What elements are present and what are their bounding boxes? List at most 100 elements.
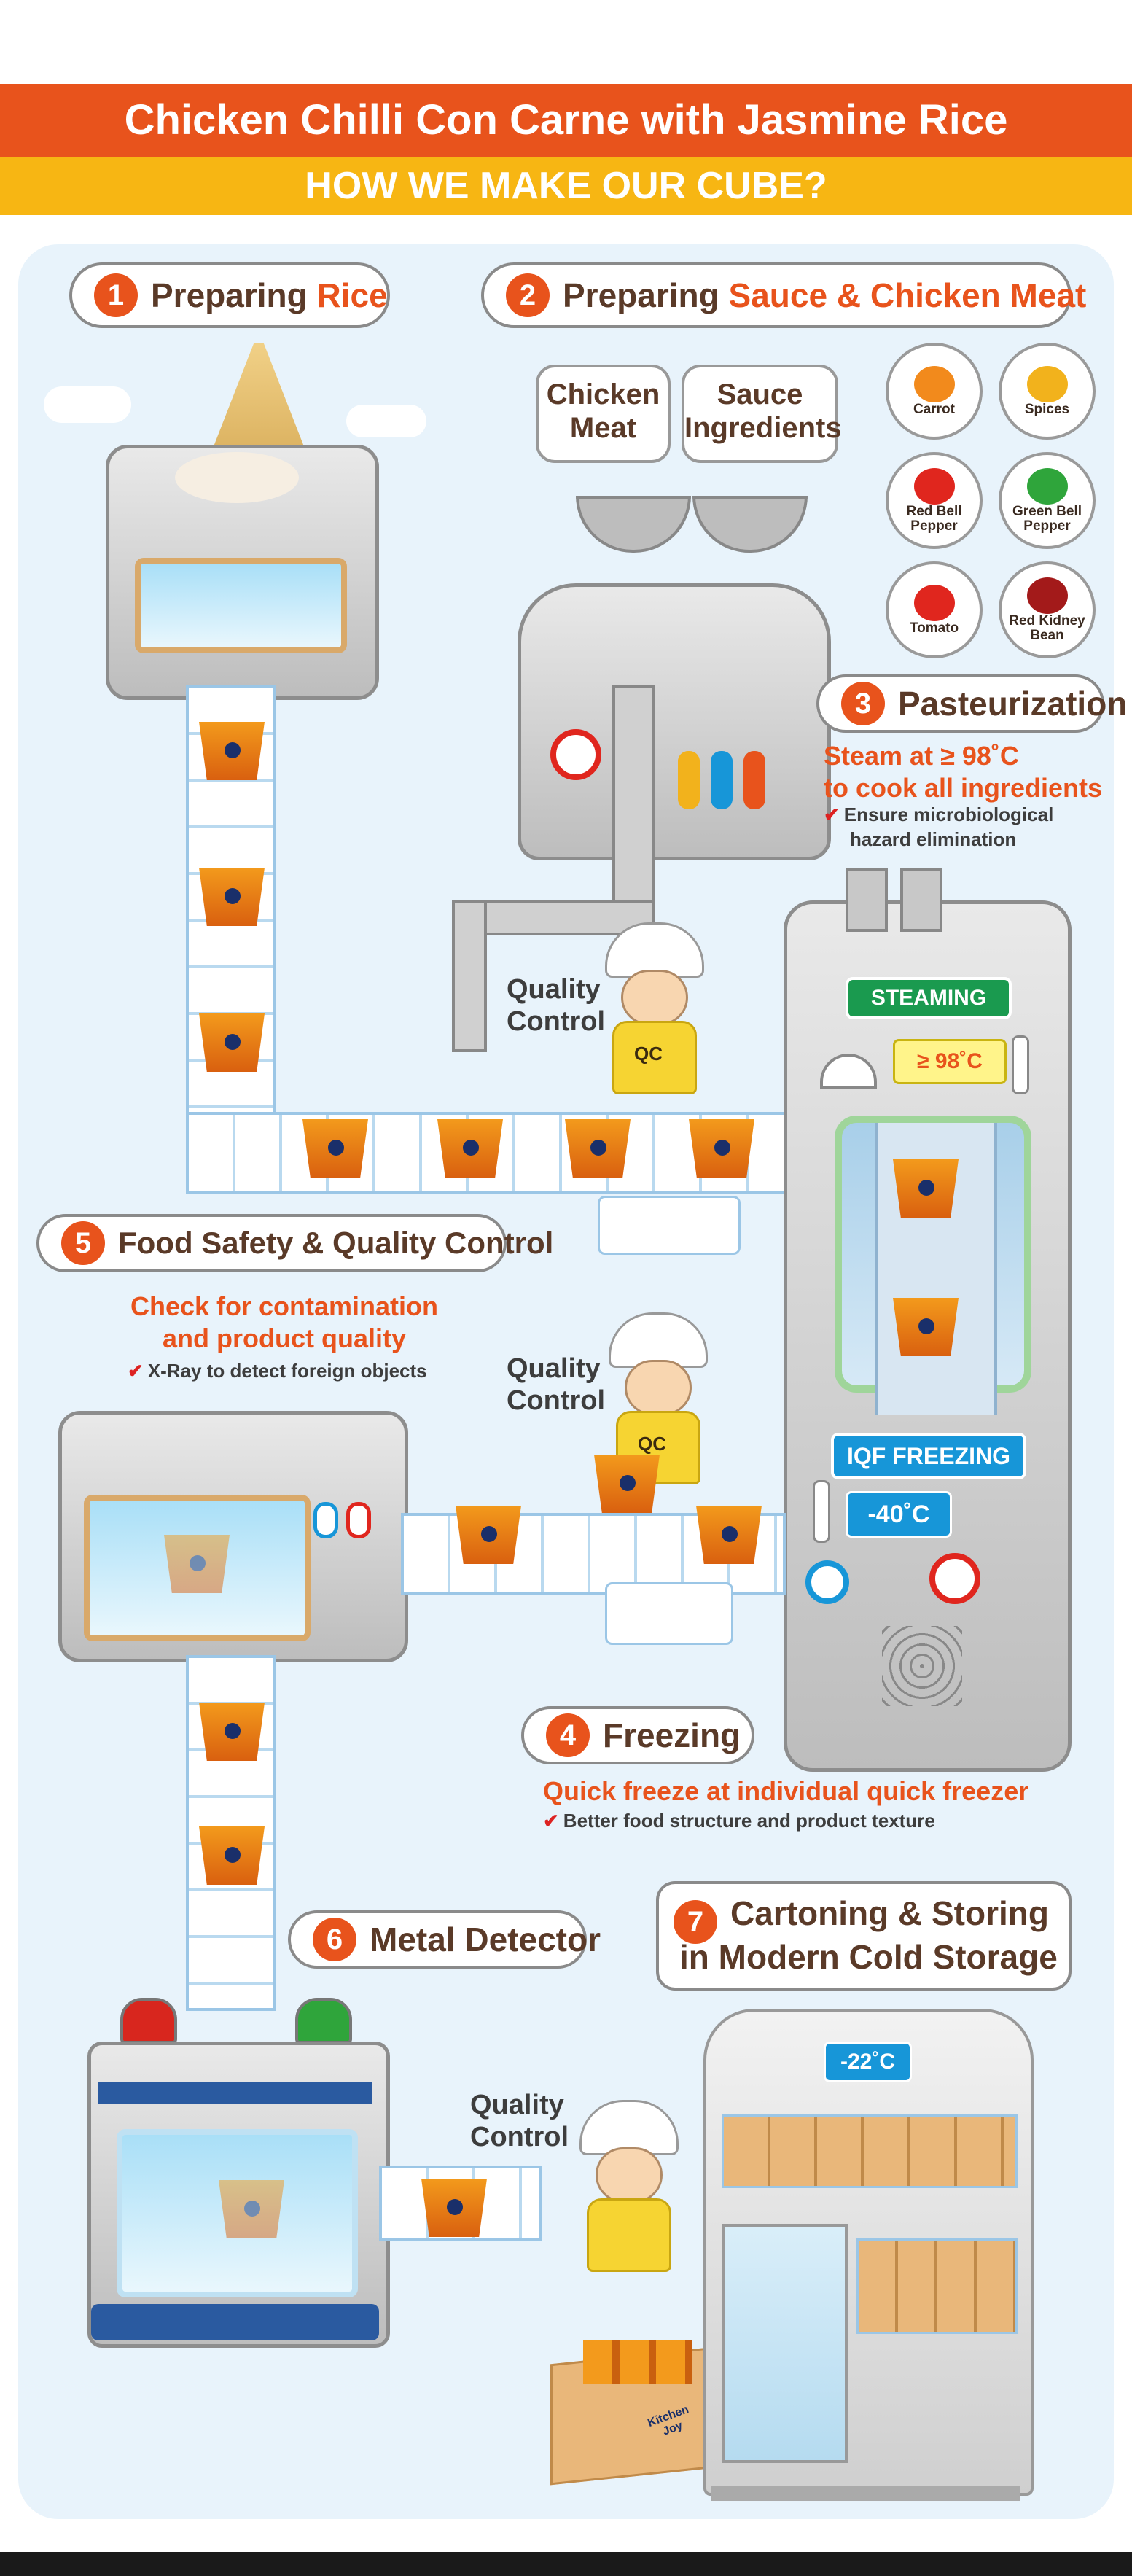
- step-3-title: Pasteurization: [898, 685, 1128, 723]
- step-7-label: 7 Cartoning & Storing in Modern Cold Sto…: [656, 1881, 1072, 1991]
- page-title: Chicken Chilli Con Carne with Jasmine Ri…: [0, 84, 1132, 157]
- chilli-cube: [893, 1159, 959, 1218]
- step-4-label: 4 Freezing: [521, 1706, 754, 1764]
- xray-cube: [164, 1535, 230, 1593]
- knob-icon: [346, 1502, 371, 1538]
- step-2-title: Preparing: [563, 276, 729, 314]
- cloud-icon: [346, 405, 426, 437]
- valve-icon: [929, 1553, 980, 1604]
- ingredient-carrot: Carrot: [886, 343, 983, 440]
- qc-label-2-line2: Control: [507, 1385, 606, 1416]
- rice-cube: [199, 1013, 265, 1072]
- gauge-tube-icon: [678, 751, 700, 809]
- exhaust-pipe-icon: [900, 868, 942, 932]
- freezing-note: Better food structure and product textur…: [563, 1810, 935, 1832]
- storage-shelf: [856, 2238, 1018, 2334]
- rice-cube: [437, 1119, 503, 1178]
- thermometer-icon: [1012, 1035, 1029, 1094]
- cloud-icon: [44, 386, 131, 423]
- qc-chef-icon: QC: [605, 922, 704, 1094]
- chef-legs: [598, 1196, 741, 1255]
- ingredient-spices: Spices: [999, 343, 1096, 440]
- green-alarm-light-icon: [295, 1998, 352, 2044]
- pipe-icon: [452, 900, 487, 1052]
- checkmark-icon: ✔: [543, 1810, 559, 1832]
- step-5-number: 5: [61, 1221, 105, 1265]
- step-7-title-line2: in Modern Cold Storage: [679, 1938, 1058, 1976]
- chef-legs: [605, 1582, 733, 1645]
- carrot-icon: [913, 365, 955, 402]
- detector-panel-strip: [98, 2082, 372, 2104]
- pasteurization-note-2: hazard elimination: [850, 828, 1017, 850]
- chilli-cube: [456, 1506, 521, 1564]
- detector-window: [117, 2129, 358, 2297]
- chilli-cube: [199, 1826, 265, 1885]
- detector-base: [91, 2304, 379, 2340]
- food-safety-desc-1: Check for contamination: [130, 1291, 439, 1321]
- cubes-in-carton: [583, 2340, 692, 2384]
- steaming-label: STEAMING: [846, 977, 1012, 1019]
- step-3-label: 3 Pasteurization: [816, 674, 1127, 733]
- freeze-temp-label: -40˚C: [846, 1491, 952, 1538]
- rice-pile-icon: [175, 452, 299, 503]
- pasteurization-note-1: Ensure microbiological: [843, 803, 1054, 825]
- qc-label-3-line1: Quality: [470, 2090, 564, 2120]
- rice-cube: [689, 1119, 754, 1178]
- pipe-icon: [612, 685, 655, 917]
- step-5-title: Food Safety & Quality Control: [118, 1226, 554, 1260]
- red-pepper-icon: [913, 467, 955, 505]
- step-1-title: Preparing: [151, 276, 317, 314]
- step-6-title: Metal Detector: [370, 1921, 601, 1958]
- gauge-tube-icon: [711, 751, 733, 809]
- green-pepper-icon: [1026, 467, 1068, 505]
- freezing-desc: Quick freeze at individual quick freezer: [543, 1776, 1029, 1806]
- chicken-meat-bubble: Chicken Meat: [536, 365, 671, 463]
- rice-cube: [199, 722, 265, 780]
- step-1-title-highlight: Rice: [316, 276, 388, 314]
- knob-icon: [313, 1502, 338, 1538]
- pasteurization-desc-2: to cook all ingredients: [824, 773, 1103, 803]
- rice-cube: [565, 1119, 631, 1178]
- kidney-bean-icon: [1026, 577, 1068, 614]
- step-7-title-line1: Cartoning & Storing: [730, 1894, 1049, 1932]
- step-1-number: 1: [94, 273, 138, 317]
- step-6-number: 6: [313, 1918, 356, 1961]
- step-4-title: Freezing: [603, 1716, 741, 1754]
- vent-grille-icon: [882, 1626, 962, 1706]
- ingredient-red-bell-pepper: Red Bell Pepper: [886, 452, 983, 549]
- page-subtitle: HOW WE MAKE OUR CUBE?: [0, 157, 1132, 215]
- tomato-icon: [913, 584, 955, 621]
- pasteurization-desc-1: Steam at ≥ 98˚C: [824, 741, 1019, 771]
- rice-machine-window: [135, 558, 347, 653]
- valve-icon: [550, 729, 601, 780]
- step-5-label: 5 Food Safety & Quality Control: [36, 1214, 553, 1272]
- rice-cube: [302, 1119, 368, 1178]
- thermometer-icon: [813, 1480, 830, 1543]
- chilli-cube: [199, 1703, 265, 1761]
- exhaust-pipe-icon: [846, 868, 888, 932]
- spices-icon: [1026, 365, 1068, 402]
- chilli-cube: [421, 2179, 487, 2237]
- ingredient-tomato: Tomato: [886, 561, 983, 658]
- food-safety-desc-2: and product quality: [162, 1323, 406, 1353]
- qc-label-1-line1: Quality: [507, 974, 601, 1005]
- ingredient-red-kidney-bean: Red Kidney Bean: [999, 561, 1096, 658]
- sauce-ingredients-bubble: Sauce Ingredients: [682, 365, 842, 463]
- qc-badge: QC: [638, 1433, 666, 1455]
- step-6-label: 6 Metal Detector: [288, 1910, 601, 1969]
- step-1-label: 1 Preparing Rice: [69, 262, 390, 328]
- step-2-title-highlight: Sauce & Chicken Meat: [728, 276, 1087, 314]
- storage-door: [722, 2224, 848, 2463]
- qc-chef-icon: QC: [609, 1312, 708, 1484]
- dial-icon: [805, 1560, 849, 1604]
- qc-badge: QC: [634, 1043, 663, 1065]
- rice-cube: [199, 868, 265, 926]
- ingredient-green-bell-pepper: Green Bell Pepper: [999, 452, 1096, 549]
- step-7-number: 7: [674, 1900, 717, 1944]
- qc-label-2-line1: Quality: [507, 1353, 601, 1384]
- iqf-freezing-label: IQF FREEZING: [831, 1433, 1026, 1479]
- step-2-label: 2 Preparing Sauce & Chicken Meat: [481, 262, 1086, 328]
- checkmark-icon: ✔: [824, 803, 840, 825]
- qc-label-1-line2: Control: [507, 1006, 606, 1037]
- gauge-tube-icon: [743, 751, 765, 809]
